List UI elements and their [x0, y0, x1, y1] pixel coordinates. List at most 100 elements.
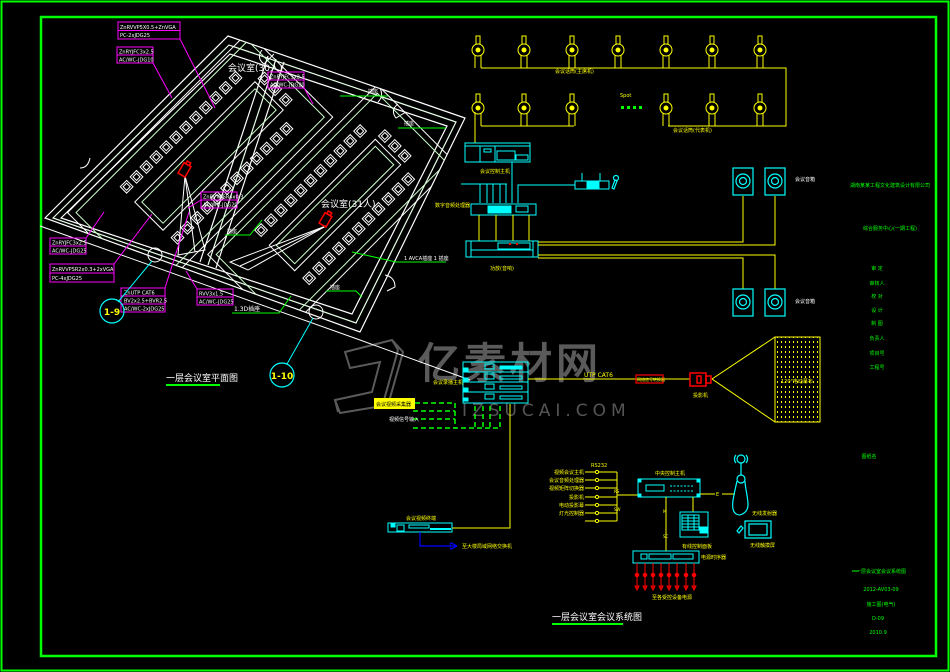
- cable-tag: ZnRVVP5X0.5+ZnVGA PC-2xJDG25: [117, 21, 216, 109]
- cable-tag-text: PC-2xJDG25: [120, 33, 150, 39]
- handheld-mic-icon: [611, 174, 620, 190]
- seat-icon: [302, 271, 317, 286]
- seat-icon: [200, 200, 215, 216]
- cable-tag-text: BV2x2.5+BVR2.5: [124, 299, 167, 305]
- recorder-label: 会议录播主机: [433, 379, 463, 386]
- video-input-label: 视频信号输入: [389, 416, 419, 423]
- seat-icon: [139, 159, 154, 175]
- seat-icon: [169, 130, 184, 145]
- seat-icon: [159, 140, 174, 155]
- device-tag-leader: [326, 290, 363, 298]
- touch-panel-icon[interactable]: [736, 520, 772, 539]
- watermark: 亿素材网 IZSUCAI.COM: [333, 338, 626, 421]
- signature-row: 审 定: [871, 265, 883, 272]
- power-output: [634, 563, 640, 592]
- control-system: RS232 视频会议主机 会议音频处理器 视频矩阵切换器 投影机 电动投影幕 灯…: [549, 454, 777, 601]
- conference-host-label: 会议控制主机: [480, 168, 510, 175]
- cable-tag-text: AC/WC-JDG25: [52, 249, 87, 255]
- seat-icon: [178, 120, 194, 135]
- cable-tag-text: ZnRYJFC3x2.5: [270, 75, 305, 81]
- microphone-array: [471, 35, 767, 126]
- wireless-receiver[interactable]: [574, 173, 610, 190]
- watermark-logo-icon: [333, 338, 405, 415]
- seat-icon: [149, 149, 164, 165]
- video-capture-label: 会议视频采集器: [376, 401, 411, 408]
- port-label: RS: [614, 489, 620, 494]
- cable-tag-text: ZnRVVPSR4x0.3: [203, 195, 243, 201]
- conference-host-unit[interactable]: [464, 142, 531, 163]
- power-output: [666, 563, 672, 592]
- seat-icon: [180, 220, 195, 235]
- seat-icon: [397, 148, 412, 163]
- amplifier-unit[interactable]: [465, 240, 539, 258]
- seat-icon: [313, 163, 328, 178]
- control-input-label: 视频矩阵切换器: [549, 485, 584, 492]
- room-31-label: 会议室(31人): [321, 198, 375, 210]
- title-block: 湖南某某工程文化建筑设计有限公司 综合服务中心(一期工程) 审 定 审核人 校 …: [850, 182, 930, 636]
- cable-type-label: UTP CAT6: [584, 372, 613, 379]
- network-converter[interactable]: [635, 374, 664, 384]
- signature-row: 制 图: [871, 320, 883, 327]
- signature-row: 负责人: [869, 335, 884, 342]
- microphone-icon: [753, 35, 767, 68]
- device-tag: 1.3D插座: [232, 295, 292, 314]
- power-output: [658, 563, 664, 592]
- signature-row: 校 对: [871, 293, 883, 300]
- speaker-icon: [764, 288, 786, 317]
- control-input-label: 会议音频处理器: [549, 477, 584, 484]
- audio-processor-unit[interactable]: [470, 203, 537, 216]
- seat-icon: [343, 133, 358, 149]
- seat-icon: [218, 80, 233, 95]
- wireless-transmitter-label: 无线发射器: [752, 510, 777, 517]
- seat-icon: [401, 172, 416, 187]
- video-capture-box[interactable]: [374, 398, 415, 409]
- wired-control-panel[interactable]: [679, 511, 709, 538]
- cable-tag-text: ZnRVVP5X0.5+ZnVGA: [120, 25, 176, 31]
- cable-tag: ZnRYJFC3x2.5 AC/WC-JDG25: [49, 211, 105, 255]
- power-sequencer[interactable]: [632, 550, 700, 564]
- cable-tag-leader: [187, 199, 202, 209]
- seat-icon: [278, 92, 293, 107]
- speaker-wiring: [538, 196, 776, 289]
- cable-tag-leader: [85, 211, 105, 239]
- detail-callout-1-10[interactable]: 1-10: [269, 304, 324, 388]
- microphone-icon: [471, 35, 485, 68]
- building-walls: [39, 35, 471, 381]
- callout-leader: [117, 260, 153, 303]
- port-label: SW: [614, 507, 621, 512]
- projector-icon: [689, 372, 712, 387]
- control-input-label: 视频会议主机: [554, 469, 584, 476]
- rs232-label: RS232: [591, 463, 607, 469]
- room-30: [66, 36, 334, 299]
- room-31-table-inner: [275, 145, 395, 265]
- device-tag-text: 插座: [330, 284, 340, 291]
- cable-tag-text: RVV3x1.5: [199, 292, 223, 298]
- control-input-lines: [585, 469, 638, 524]
- cable-tag-text: ZnRVVPSR2x0.3+2xVGA: [52, 267, 114, 273]
- touch-panel-label: 无线触摸屏: [750, 542, 775, 549]
- detail-callout-1-9[interactable]: 1-9: [99, 247, 163, 324]
- cable-tag-text: ZnRYJFC3x2.5: [52, 241, 87, 247]
- seat-icon: [387, 138, 402, 154]
- spot-label: Spot: [620, 93, 631, 99]
- recorder-stack[interactable]: [462, 361, 529, 404]
- network-label: 至大楼局域网络交换机: [462, 543, 512, 550]
- seat-icon: [303, 173, 318, 188]
- speaker-icon: [764, 167, 786, 196]
- seat-icon: [198, 100, 213, 115]
- seat-icon: [331, 241, 346, 256]
- projector-icon: [318, 210, 333, 229]
- central-control-host[interactable]: [637, 478, 701, 498]
- control-wiring: [665, 493, 735, 551]
- system-diagram-title: 一层会议室会议系统图: [552, 611, 642, 623]
- projector-label: 投影机: [693, 392, 708, 399]
- video-terminal-unit[interactable]: [387, 522, 453, 533]
- seat-icon: [312, 261, 327, 276]
- seat-icon: [273, 203, 288, 218]
- device-tag-text: 1 AVCA插座 1 插座: [404, 255, 449, 262]
- host-to-processor-wiring: [461, 162, 575, 203]
- room-30-table: [134, 81, 284, 231]
- seat-icon: [208, 90, 223, 105]
- video-terminal-label: 会议视频终端: [406, 515, 436, 522]
